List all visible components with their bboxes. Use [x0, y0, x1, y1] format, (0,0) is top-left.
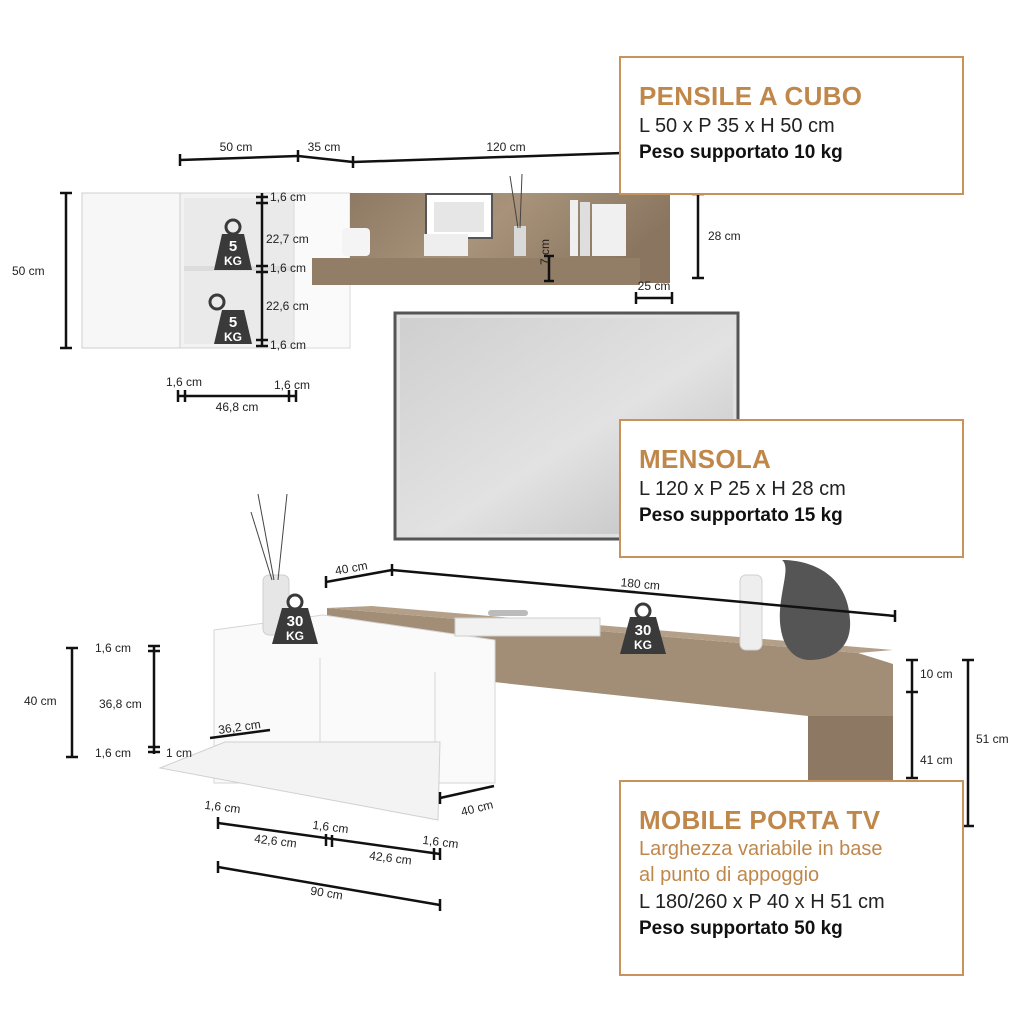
weight-icon-5kg-bottom: 5 KG — [208, 293, 252, 344]
info-box-pensile: PENSILE A CUBO L 50 x P 35 x H 50 cm Pes… — [619, 56, 964, 195]
dim-label: 1,6 cm — [270, 261, 306, 275]
box-dimensions: L 120 x P 25 x H 28 cm — [639, 477, 846, 500]
box-weight: Peso supportato 10 kg — [639, 141, 843, 163]
dim-label: 1,6 cm — [422, 833, 459, 851]
tv-stand-illustration — [158, 493, 893, 821]
weight-value: 30 — [635, 622, 652, 639]
weight-icon-30kg-right: 30 KG — [620, 602, 666, 654]
dim-label: 7 cm — [538, 239, 552, 265]
info-box-mobile: MOBILE PORTA TV Larghezza variabile in b… — [619, 780, 964, 976]
dim-label: 1 cm — [166, 746, 192, 760]
dimension-labels: 50 cm 35 cm 120 cm 50 cm 1,6 cm 22,7 cm … — [12, 140, 1009, 903]
dim-label: 42,6 cm — [368, 848, 412, 867]
dim-label: 46,8 cm — [216, 400, 259, 414]
dim-label: 41 cm — [920, 753, 953, 767]
weight-value: 5 — [229, 314, 237, 331]
dim-label: 50 cm — [12, 264, 45, 278]
dim-label: 1,6 cm — [204, 798, 241, 816]
dim-label: 51 cm — [976, 732, 1009, 746]
dim-label: 25 cm — [638, 279, 671, 293]
box-title: MENSOLA — [639, 444, 772, 474]
dim-label: 40 cm — [459, 797, 494, 818]
dim-label: 1,6 cm — [270, 338, 306, 352]
weight-icon-30kg-left: 30 KG — [272, 593, 318, 644]
dim-label: 35 cm — [308, 140, 341, 154]
dim-label: 36,2 cm — [217, 717, 261, 737]
dim-label: 42,6 cm — [253, 831, 297, 850]
dimension-lines — [60, 150, 974, 911]
box-weight: Peso supportato 50 kg — [639, 917, 843, 939]
dim-label: 22,7 cm — [266, 232, 309, 246]
wall-cube-illustration — [81, 192, 351, 349]
dim-label: 120 cm — [486, 140, 525, 154]
dim-label: 40 cm — [24, 694, 57, 708]
weight-unit: KG — [224, 254, 242, 268]
dim-label: 1,6 cm — [312, 818, 349, 836]
box-title: MOBILE PORTA TV — [639, 805, 881, 835]
box-weight: Peso supportato 15 kg — [639, 504, 843, 526]
box-title: PENSILE A CUBO — [639, 81, 863, 111]
dim-label: 1,6 cm — [274, 378, 310, 392]
dim-label: 36,8 cm — [99, 697, 142, 711]
dim-label: 50 cm — [220, 140, 253, 154]
weight-unit: KG — [286, 629, 304, 643]
weight-unit: KG — [224, 330, 242, 344]
weight-value: 30 — [287, 613, 304, 630]
weight-unit: KG — [634, 638, 652, 652]
dim-label: 10 cm — [920, 667, 953, 681]
box-dimensions: L 50 x P 35 x H 50 cm — [639, 114, 835, 137]
box-dimensions: L 180/260 x P 40 x H 51 cm — [639, 890, 885, 913]
weight-value: 5 — [229, 238, 237, 255]
shelf-illustration — [312, 173, 670, 285]
dim-label: 1,6 cm — [95, 746, 131, 760]
dim-label: 28 cm — [708, 229, 741, 243]
dim-label: 1,6 cm — [95, 641, 131, 655]
box-subtitle-line-2: al punto di appoggio — [639, 863, 820, 886]
dim-label: 1,6 cm — [270, 190, 306, 204]
box-subtitle-line-1: Larghezza variabile in base — [639, 837, 883, 860]
dim-label: 180 cm — [620, 575, 660, 592]
dim-label: 40 cm — [334, 558, 369, 577]
dim-label: 90 cm — [309, 884, 343, 903]
dim-label: 1,6 cm — [166, 375, 202, 389]
dim-label: 22,6 cm — [266, 299, 309, 313]
weight-icon-5kg-top: 5 KG — [214, 218, 252, 270]
info-box-mensola: MENSOLA L 120 x P 25 x H 28 cm Peso supp… — [619, 419, 964, 558]
